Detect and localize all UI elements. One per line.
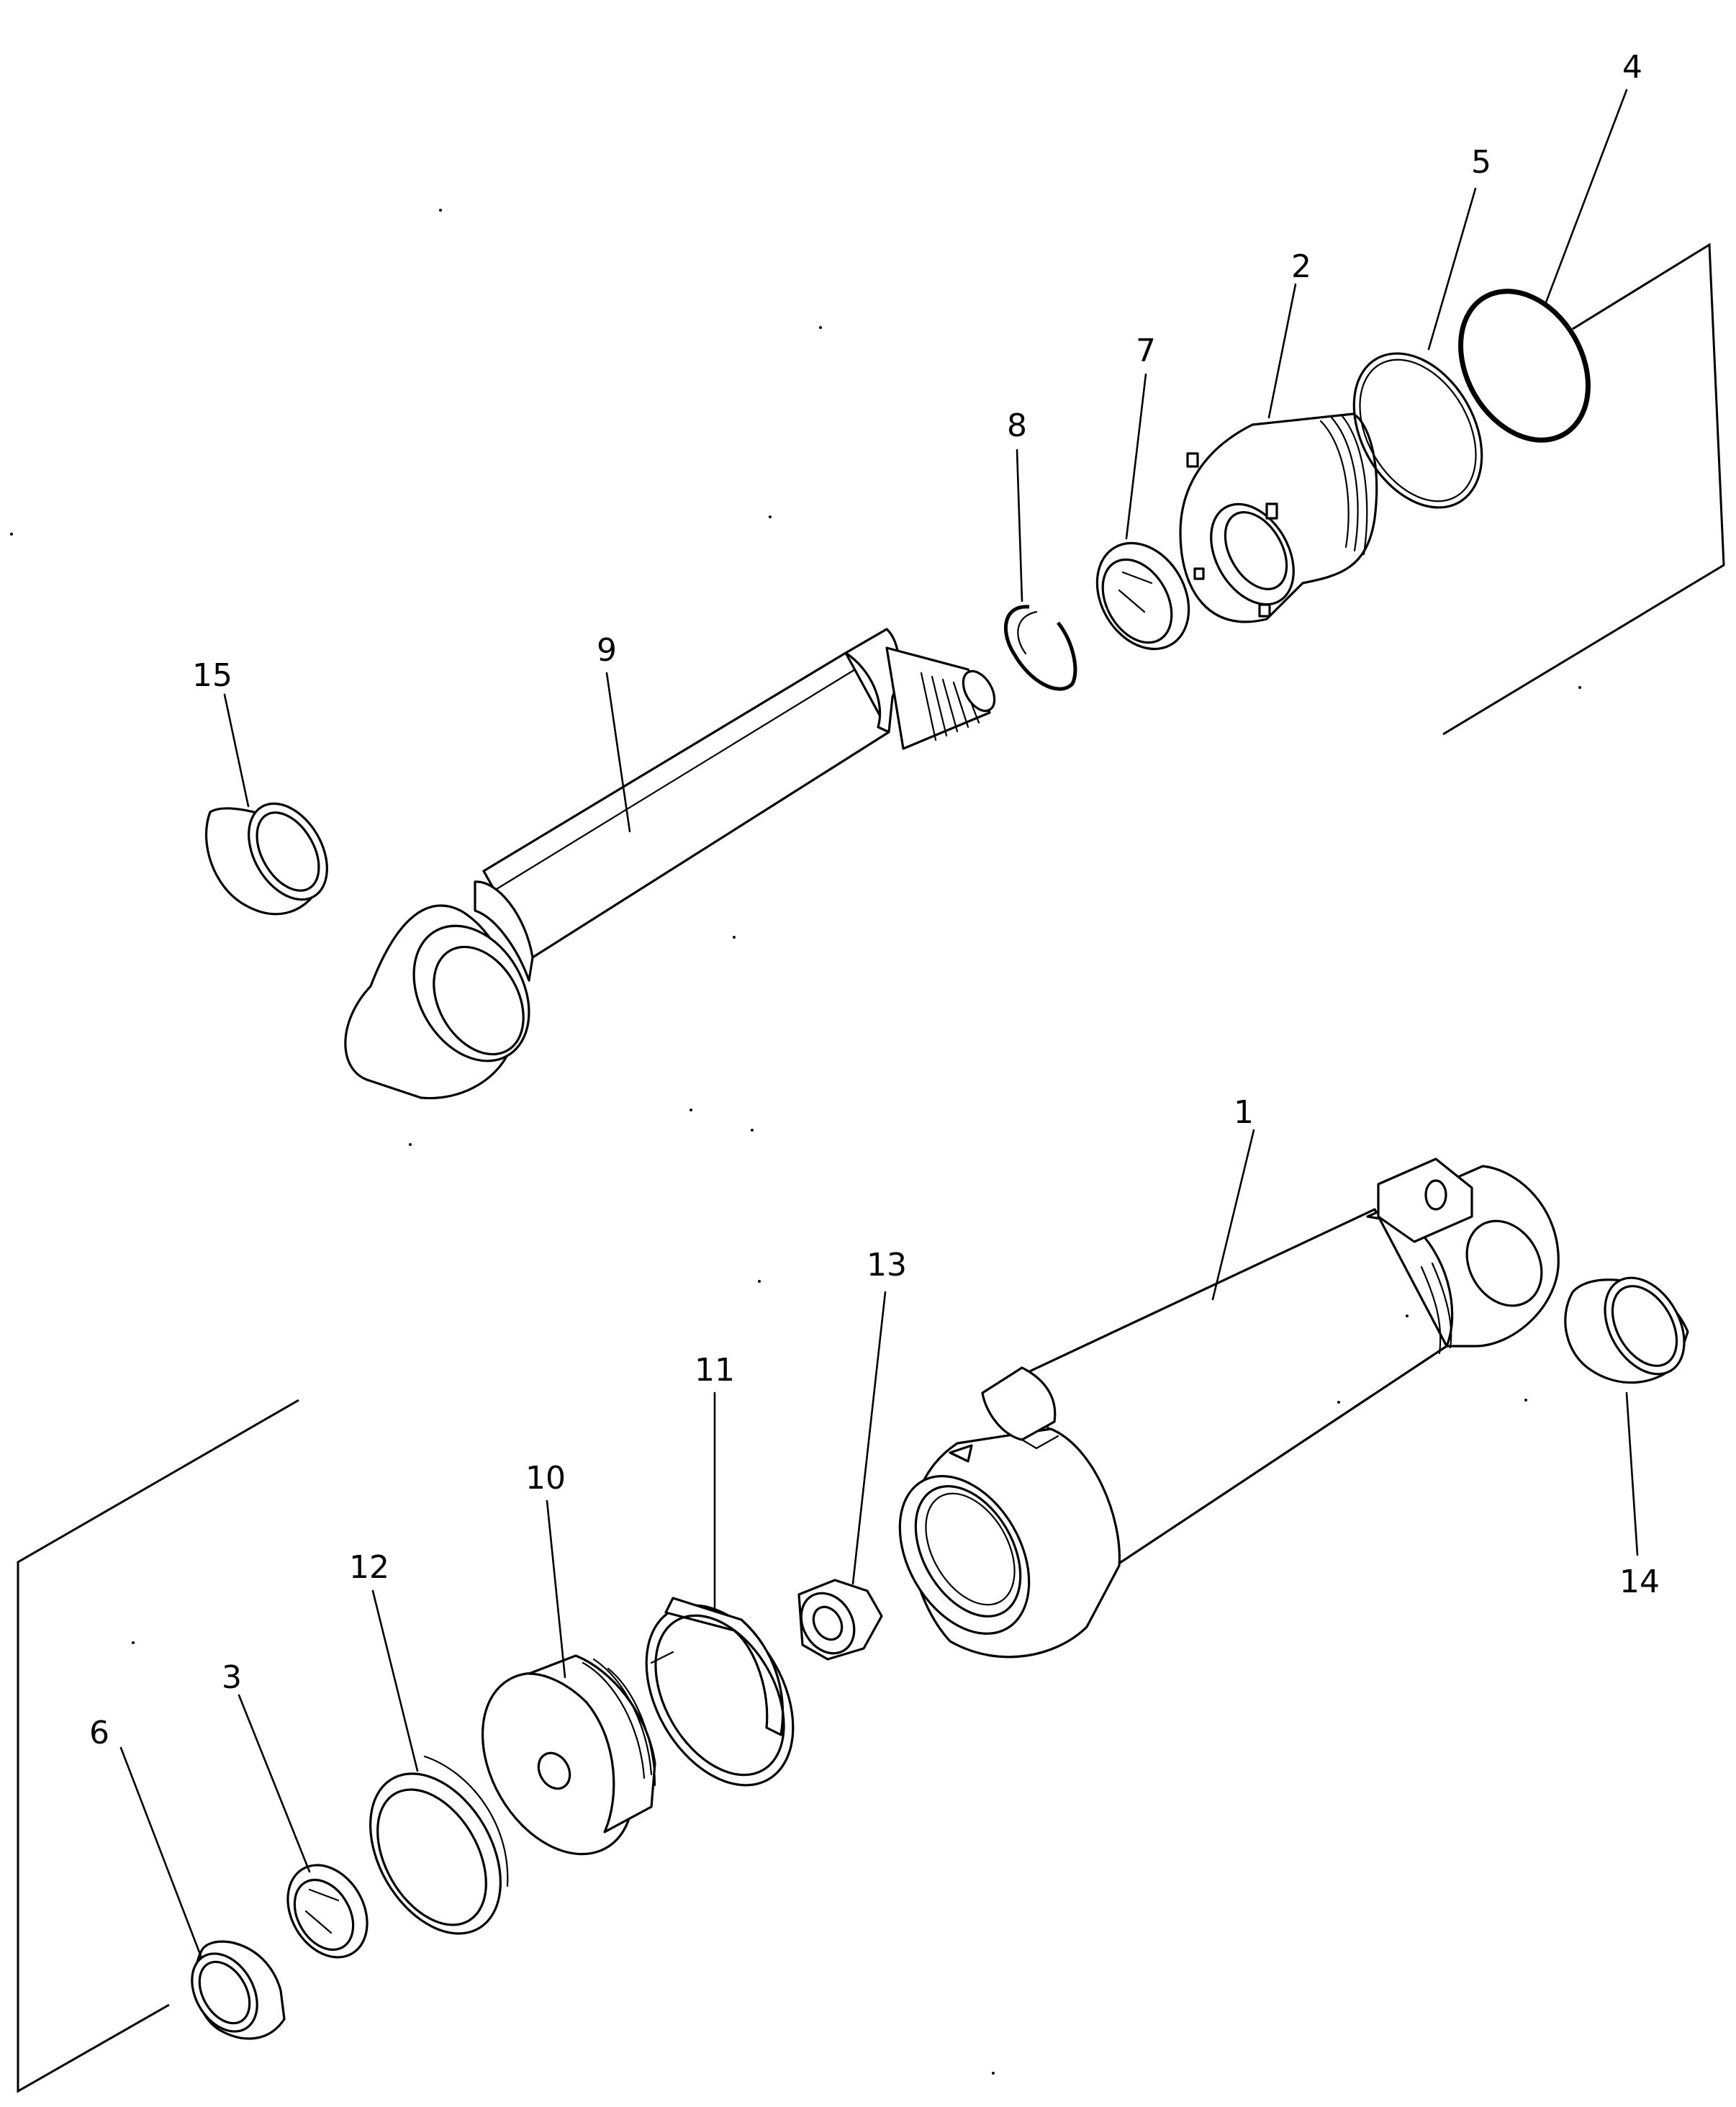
callout-15: 15 [192,657,232,694]
part-7-seal [1095,541,1190,651]
part-15-bushing [204,802,328,916]
callout-labels: 1 2 3 4 5 6 7 8 9 10 11 12 13 14 15 [89,49,1660,1751]
callout-4: 4 [1622,49,1642,86]
part-5-ring [1352,352,1483,509]
callout-2: 2 [1291,248,1311,285]
part-3-seal [286,1864,369,1959]
part-9-piston-rod [344,628,996,1100]
part-6-bushing [191,1940,286,2040]
part-4-o-ring [1458,289,1591,443]
part-8-snap-ring [1004,605,1077,691]
part-13-nut [797,1579,883,1661]
callout-13: 13 [867,1247,907,1283]
leader-lines [119,89,1639,1959]
callout-9: 9 [597,632,617,669]
part-1-cylinder-tube [898,1158,1560,1659]
callout-6: 6 [89,1715,109,1751]
part-10-piston [481,1654,656,1856]
part-2-cylinder-head [1179,412,1378,623]
callout-12: 12 [349,1549,389,1586]
part-14-bushing [1564,1276,1689,1384]
callout-7: 7 [1136,333,1156,369]
callout-8: 8 [1007,407,1027,444]
upper-frame [1442,243,1725,736]
callout-11: 11 [695,1352,735,1389]
callout-14: 14 [1619,1564,1660,1600]
callout-3: 3 [222,1659,242,1696]
callout-10: 10 [525,1460,566,1497]
scan-specks [10,209,1581,2075]
callout-1: 1 [1234,1094,1254,1131]
part-12-seal [369,1755,509,1935]
lower-frame [17,1399,299,2093]
callout-5: 5 [1471,144,1491,181]
part-11-wear-ring [645,1597,795,1787]
